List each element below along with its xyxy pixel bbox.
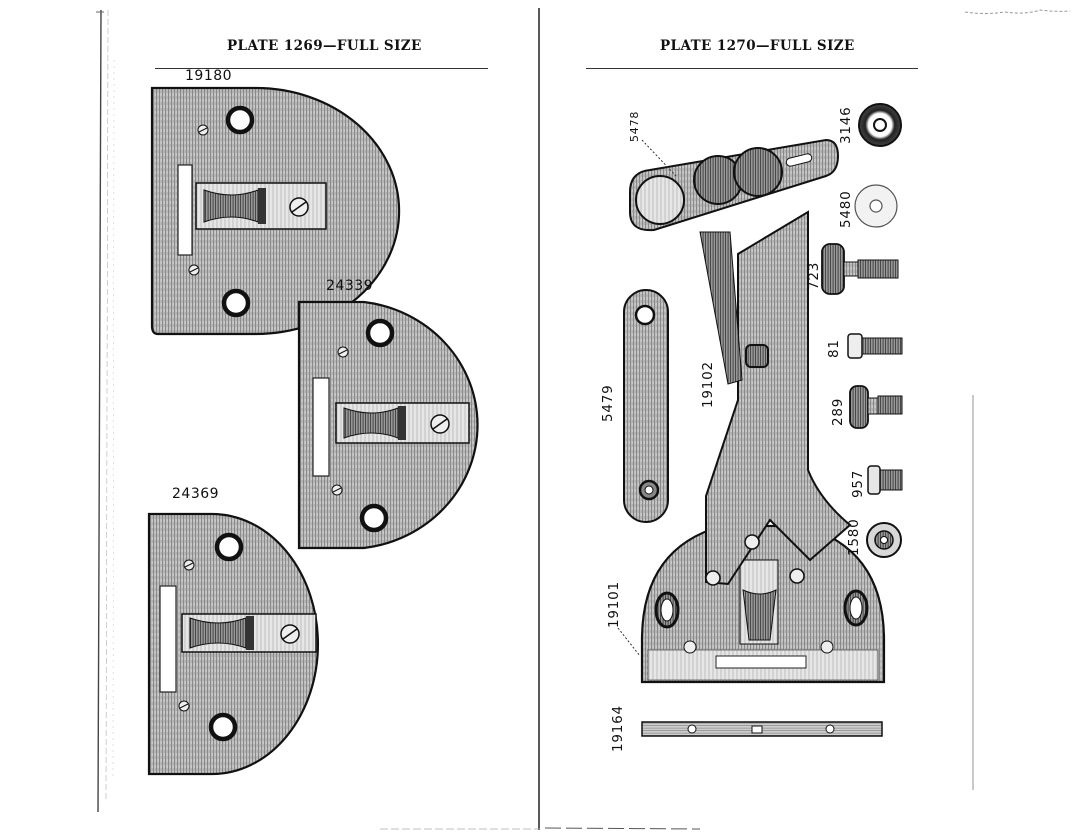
- part-number-label: 19180: [185, 68, 233, 84]
- washer-3146: [858, 103, 902, 147]
- part-number-label: 19102: [700, 361, 716, 408]
- left-title-rule: [155, 68, 488, 70]
- left-plate-title: PLATE 1269—FULL SIZE: [227, 38, 422, 54]
- thumb-screw-289: [849, 385, 903, 429]
- throat-plate-19180: [150, 86, 401, 336]
- part-number-label: 5479: [600, 384, 616, 422]
- throat-plate-24369: [147, 512, 320, 776]
- part-number-label: 723: [806, 261, 822, 290]
- part-number-label: 24369: [172, 486, 220, 502]
- presser-arm-19102: [699, 210, 852, 586]
- screw-957: [867, 465, 903, 495]
- part-number-label: 957: [850, 469, 866, 498]
- right-plate-title: PLATE 1270—FULL SIZE: [660, 38, 855, 54]
- screw-81: [847, 333, 903, 359]
- part-number-label: 289: [830, 397, 846, 426]
- throat-plate-24339: [297, 300, 479, 550]
- feed-plate-19101: [640, 524, 886, 684]
- part-number-label: 3146: [838, 106, 854, 144]
- binding-gutter-left: [96, 9, 115, 813]
- bottom-edge-marks: [380, 827, 701, 830]
- part-number-label: 5478: [628, 110, 641, 142]
- strip-19164: [641, 721, 883, 737]
- part-number-label: 24339: [326, 278, 374, 294]
- link-bar-5479: [623, 289, 669, 523]
- thumb-screw-723: [821, 243, 899, 295]
- nut-1580: [866, 522, 902, 558]
- part-number-label: 19164: [610, 705, 626, 752]
- right-title-rule: [586, 68, 918, 70]
- part-number-label: 5480: [838, 190, 854, 228]
- right-page-edge: [964, 9, 1071, 790]
- roller-bar-5478: [629, 138, 840, 232]
- part-number-label: 19101: [606, 581, 622, 628]
- washer-5480: [854, 184, 898, 228]
- leader-lines: [617, 139, 677, 657]
- part-number-label: 1580: [846, 518, 862, 556]
- part-number-label: 81: [826, 339, 842, 358]
